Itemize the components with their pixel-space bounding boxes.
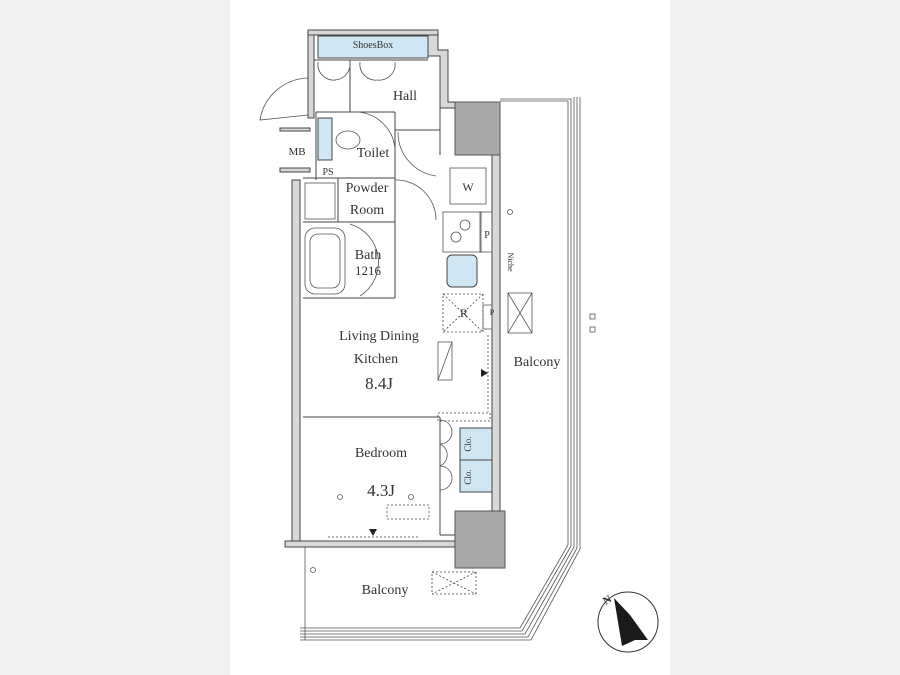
hall-label: Hall <box>393 89 417 104</box>
pillar <box>454 510 506 569</box>
pillar <box>454 101 501 156</box>
washer-pan <box>449 167 487 205</box>
window-arrow-icon <box>369 529 377 536</box>
paper <box>230 0 670 675</box>
washer-label: W <box>462 180 474 194</box>
refrigerator-label: R <box>460 306 468 320</box>
balcony-south-label: Balcony <box>362 583 409 598</box>
aircon-unit <box>386 504 430 520</box>
outdoor-unit <box>507 292 533 334</box>
burner-icon <box>450 231 462 243</box>
ldk-label: Kitchen <box>354 352 398 367</box>
closet <box>459 427 493 461</box>
ps-label: PS <box>322 167 333 178</box>
closet <box>459 459 493 493</box>
bedroom-size: 4.3J <box>367 481 395 500</box>
balcony-railing <box>300 97 581 641</box>
balcony-east-label: Balcony <box>514 355 561 370</box>
shoes-box <box>317 35 429 59</box>
kitchen-counter <box>437 341 453 381</box>
bathtub <box>304 227 346 295</box>
burner-icon <box>459 219 471 231</box>
powder-sink <box>304 182 336 220</box>
pipe-label: P <box>484 230 490 241</box>
powder-room-label: Powder <box>346 181 389 196</box>
toilet-label: Toilet <box>357 146 390 161</box>
closet-label: Clo. <box>463 436 473 451</box>
bath-label: Bath <box>355 248 381 263</box>
outdoor-unit <box>431 571 477 595</box>
refrigerator-space <box>442 293 484 333</box>
doors <box>259 61 453 491</box>
bedroom-label: Bedroom <box>355 446 407 461</box>
mb-label: MB <box>288 146 305 158</box>
ldk-size: 8.4J <box>365 374 393 393</box>
pipe-label: P <box>490 308 495 317</box>
toilet-tank <box>317 117 333 161</box>
compass-icon: N <box>597 591 659 653</box>
closet-label: Clo. <box>463 469 473 484</box>
shoes-box-label: ShoesBox <box>353 40 394 51</box>
toilet-bowl <box>335 130 361 150</box>
interior-walls <box>303 59 491 536</box>
bathtub-inner <box>309 233 341 289</box>
powder-room-label: Room <box>350 203 384 218</box>
window-arrow-icon <box>481 369 488 377</box>
niche-label: Niche <box>506 252 515 272</box>
stove <box>442 211 482 253</box>
kitchen-sink <box>446 254 478 288</box>
ldk-label: Living Dining <box>339 329 419 344</box>
bath-size: 1216 <box>355 263 382 278</box>
